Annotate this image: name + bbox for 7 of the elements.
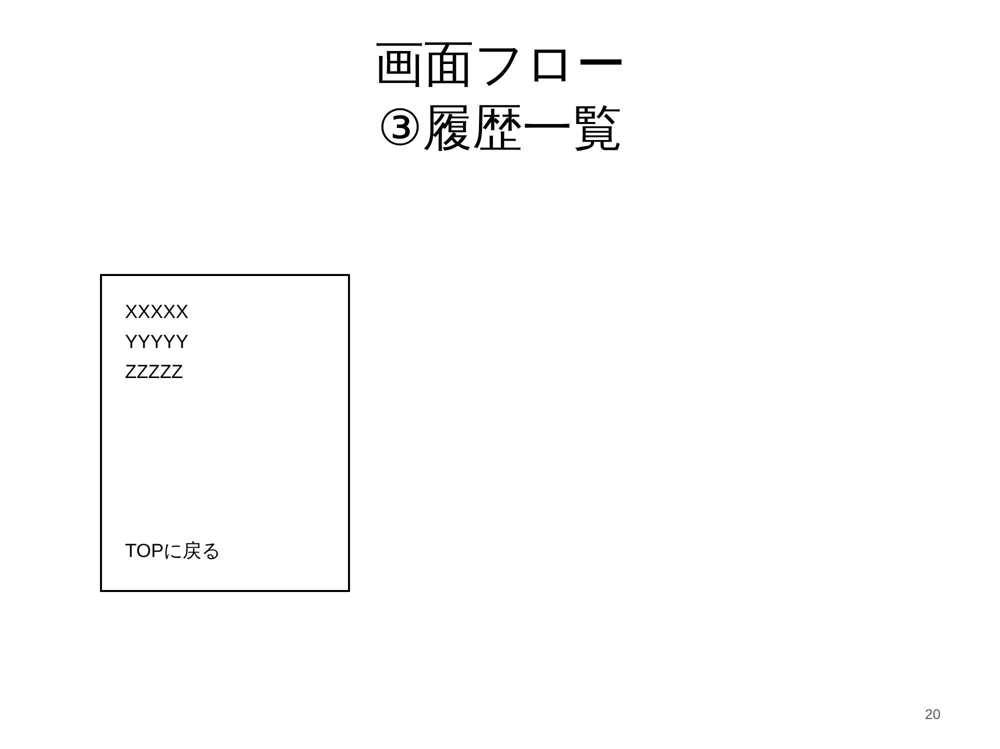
back-to-top-text: TOPに戻る — [125, 540, 221, 564]
list-item-text: XXXXX — [125, 301, 188, 325]
list-item-text: ZZZZZ — [125, 361, 184, 385]
slide-title: 画面フロー③履歴一覧 — [373, 34, 627, 159]
screen-frame — [100, 274, 350, 592]
list-item-text: YYYYY — [125, 331, 188, 355]
page-number: 20 — [925, 706, 941, 722]
